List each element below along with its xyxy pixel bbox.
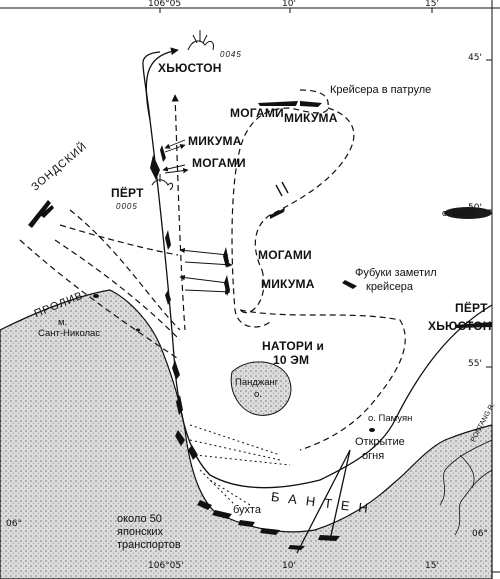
japanese-tracks <box>19 89 406 451</box>
label-perth-east: ПЁРТ <box>455 301 488 315</box>
label-natori: НАТОРИ и <box>262 339 325 353</box>
rivers <box>439 439 493 536</box>
label-natori-2: 10 ЭМ <box>273 353 310 367</box>
ship-markers <box>28 101 492 550</box>
label-transports-3: транспортов <box>117 539 181 551</box>
label-bukhta: бухта <box>233 504 261 516</box>
label-mogami-2: МОГАМИ <box>192 156 246 170</box>
islet-2 <box>136 328 140 332</box>
coord-bottom-15: 15' <box>425 561 439 571</box>
coord-right-55: 55' <box>468 359 482 369</box>
coord-top-106-05: 106°05 <box>148 0 182 9</box>
label-babi: о. Баби. <box>442 208 478 219</box>
coord-right-50: 50' <box>468 203 482 213</box>
babi-island <box>444 207 492 219</box>
label-houston-east: ХЬЮСТОН <box>428 319 492 333</box>
label-transports-2: японских <box>117 526 164 538</box>
label-fubuki-2: крейсера <box>366 281 414 293</box>
track-ticks <box>275 181 289 197</box>
label-perth-sunk: ПЁРТ <box>111 186 144 200</box>
label-mikuma-2: МИКУМА <box>188 134 242 148</box>
label-panjang-2: о. <box>254 389 262 400</box>
coord-top-10: 10' <box>282 0 296 9</box>
label-mogami-1: МОГАМИ <box>230 106 284 120</box>
exchange-arrows <box>162 139 233 295</box>
label-mikuma-1: МИКУМА <box>284 111 338 125</box>
pamuyan-island <box>369 428 375 432</box>
sinking-marker-houston <box>187 30 214 51</box>
label-pamuyan: о. Памуян <box>368 413 413 424</box>
coord-bottom-10: 10' <box>282 561 296 571</box>
label-fubuki-1: Фубуки заметил <box>355 267 437 279</box>
panjang-island <box>230 361 292 416</box>
coord-left-06: 06° <box>6 519 22 529</box>
torpedo-tracks <box>189 424 291 506</box>
label-cape-1: м. <box>58 317 68 328</box>
label-houston-time: 0045 <box>220 50 242 59</box>
label-houston-top: ХЬЮСТОН <box>158 61 222 75</box>
coord-bottom-106-05: 106°05' <box>148 561 184 571</box>
coord-top-15: 15' <box>425 0 439 9</box>
coord-right-45: 45' <box>468 53 482 63</box>
coord-right-06: 06° <box>472 529 488 539</box>
label-mikuma-3: МИКУМА <box>261 277 315 291</box>
allied-track <box>142 47 493 554</box>
islet-1 <box>93 294 99 298</box>
label-open-fire-1: Открытие <box>355 436 405 448</box>
label-mogami-3: МОГАМИ <box>258 248 312 262</box>
label-panjang-1: Панджанг <box>235 377 279 388</box>
label-open-fire-2: огня <box>362 450 385 462</box>
label-patrol: Крейсера в патруле <box>330 84 432 96</box>
sinking-marker-perth <box>151 174 174 191</box>
label-perth-time: 0005 <box>116 202 138 211</box>
label-transports-1: около 50 <box>117 513 162 525</box>
label-cape-2: Сант-Николас <box>38 328 101 339</box>
